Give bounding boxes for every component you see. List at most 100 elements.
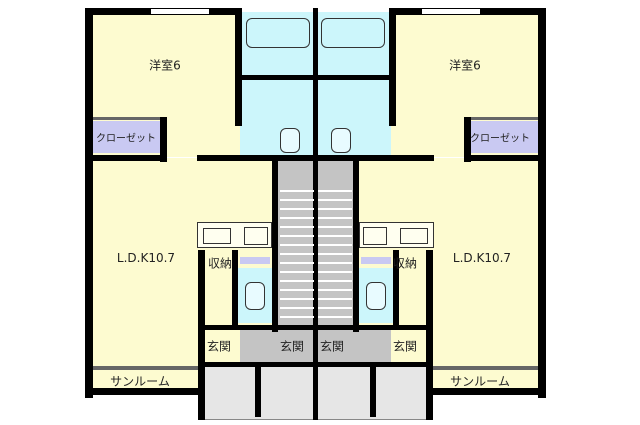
closet-left xyxy=(92,121,162,153)
wall-left xyxy=(235,8,242,126)
closet-label-left: クローゼット xyxy=(96,133,156,145)
ldk-label-right: L.D.K10.7 xyxy=(452,251,512,265)
stair-landing-left xyxy=(240,330,316,365)
sunroom-right xyxy=(431,372,541,392)
wall-right xyxy=(313,8,318,420)
bedroom-label-left: 洋室6 xyxy=(149,58,181,73)
stair-landing-right xyxy=(315,330,391,365)
storage-label-left: 収納 xyxy=(207,256,233,271)
stair-tread xyxy=(280,226,314,228)
stair-tread xyxy=(280,190,314,192)
wall-right xyxy=(389,8,396,126)
stair-tread xyxy=(318,280,352,282)
stair-tread xyxy=(318,316,352,318)
wall-left xyxy=(85,388,200,395)
bathtub-left xyxy=(246,18,310,48)
storage-right xyxy=(396,252,426,330)
wall-left xyxy=(272,160,278,332)
toilet-bowl-right xyxy=(366,282,386,310)
stair-tread xyxy=(318,271,352,273)
wall-left xyxy=(85,155,167,161)
stair-tread xyxy=(318,208,352,210)
wall-right xyxy=(315,325,426,330)
stair-tread xyxy=(318,289,352,291)
wall-left xyxy=(255,362,261,417)
stair-entrance-label-right: 玄関 xyxy=(319,339,345,354)
stair-tread xyxy=(280,253,314,255)
stair-tread xyxy=(280,199,314,201)
stairs-right xyxy=(315,160,353,332)
stair-tread xyxy=(318,199,352,201)
stair-tread xyxy=(318,226,352,228)
stair-tread xyxy=(280,289,314,291)
storage-label-right: 収納 xyxy=(392,256,418,271)
sunroom-left xyxy=(90,372,200,392)
stair-tread xyxy=(318,217,352,219)
wall-left xyxy=(205,325,316,330)
stair-tread xyxy=(280,244,314,246)
bathtub-right xyxy=(321,18,385,48)
window-left xyxy=(150,8,210,15)
stairs-left xyxy=(278,160,316,332)
wall-left xyxy=(198,250,205,420)
wall-right xyxy=(464,117,471,162)
entrance-right xyxy=(394,330,426,362)
stair-tread xyxy=(318,298,352,300)
sink-left xyxy=(203,228,231,244)
stair-tread xyxy=(318,307,352,309)
wall-left xyxy=(232,250,238,330)
stair-tread xyxy=(280,217,314,219)
stair-tread xyxy=(318,253,352,255)
stair-tread xyxy=(280,280,314,282)
stove-left xyxy=(244,227,268,245)
entrance-label-left: 玄関 xyxy=(206,339,232,354)
sink-right xyxy=(400,228,428,244)
stair-tread xyxy=(318,235,352,237)
wall-right xyxy=(538,8,546,398)
toilet-bowl-left xyxy=(245,282,265,310)
wall-left xyxy=(240,75,316,80)
stair-tread xyxy=(280,262,314,264)
wall-left xyxy=(160,117,167,162)
washer-right xyxy=(331,128,351,153)
wall-right xyxy=(464,155,546,161)
vent-left xyxy=(240,257,270,264)
stair-tread xyxy=(280,271,314,273)
wall-right xyxy=(393,250,399,330)
storage-left xyxy=(205,252,235,330)
window-right xyxy=(433,366,538,370)
stair-entrance-label-left: 玄関 xyxy=(279,339,305,354)
stair-tread xyxy=(318,190,352,192)
stair-tread xyxy=(280,298,314,300)
washer-left xyxy=(280,128,300,153)
wall-right xyxy=(315,75,391,80)
stair-tread xyxy=(280,208,314,210)
stair-tread xyxy=(318,262,352,264)
wall-right xyxy=(370,362,376,417)
sunroom-label-left: サンルーム xyxy=(110,374,170,389)
wall-right xyxy=(353,160,359,332)
stair-tread xyxy=(318,244,352,246)
vent-right xyxy=(361,257,391,264)
wall-left xyxy=(85,8,93,398)
sunroom-label-right: サンルーム xyxy=(450,374,510,389)
closet-label-right: クローゼット xyxy=(470,133,530,145)
wall-left xyxy=(93,117,161,120)
entrance-label-right: 玄関 xyxy=(392,339,418,354)
wall-left xyxy=(197,155,318,161)
stair-tread xyxy=(280,316,314,318)
stove-right xyxy=(363,227,387,245)
window-right xyxy=(421,8,481,15)
wall-right xyxy=(431,388,546,395)
wall-right xyxy=(313,155,434,161)
closet-right xyxy=(469,121,539,153)
stair-tread xyxy=(280,307,314,309)
entrance-left xyxy=(205,330,237,362)
ldk-label-left: L.D.K10.7 xyxy=(116,251,176,265)
wall-right xyxy=(426,250,433,420)
wall-right xyxy=(470,117,538,120)
window-left xyxy=(93,366,198,370)
bedroom-label-right: 洋室6 xyxy=(449,58,481,73)
stair-tread xyxy=(280,235,314,237)
